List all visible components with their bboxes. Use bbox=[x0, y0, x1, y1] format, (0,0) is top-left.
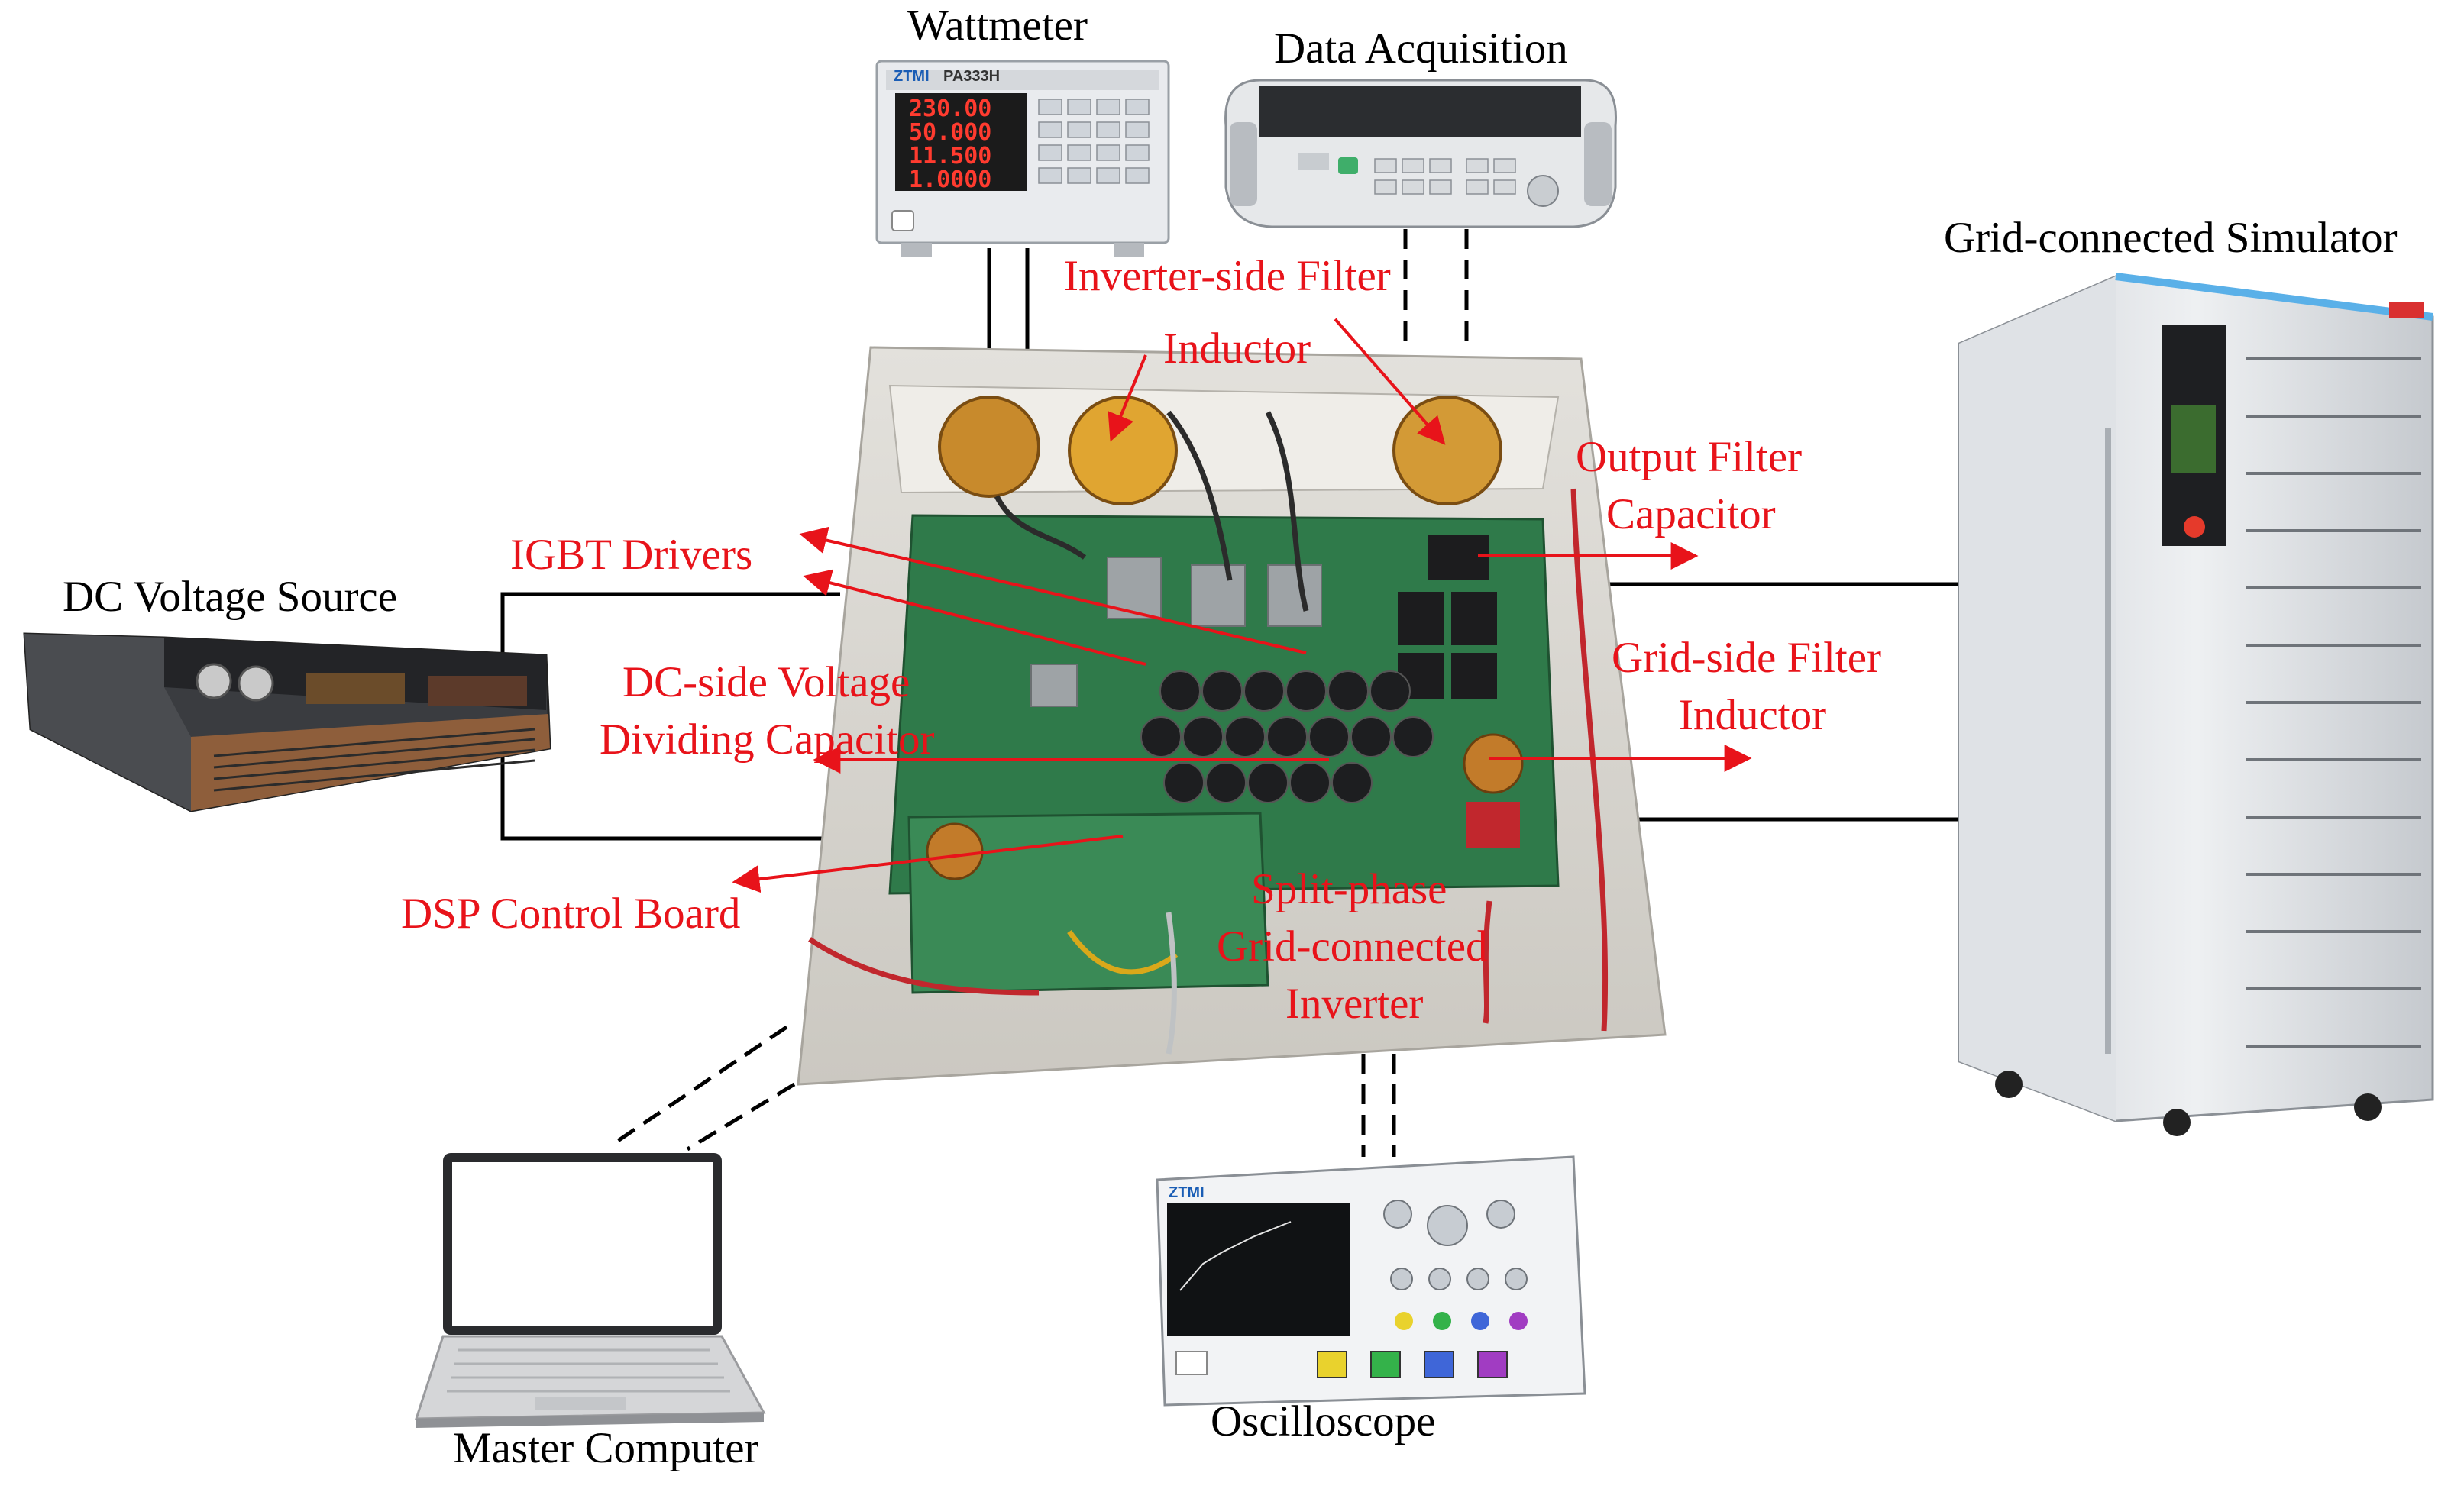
arrow-igbt-2 bbox=[803, 569, 1146, 666]
wattmeter-reading-1: 230.00 bbox=[909, 95, 991, 122]
wattmeter-reading-4: 1.0000 bbox=[909, 166, 991, 193]
data-acquisition-label: Data Acquisition bbox=[1274, 24, 1568, 73]
data-acquisition-device bbox=[1224, 79, 1617, 228]
arrow-igbt-1 bbox=[799, 526, 1307, 654]
grid-filter-label-2: Inductor bbox=[1679, 691, 1826, 739]
oscilloscope-screen bbox=[1167, 1203, 1350, 1336]
dc-wire-bottom bbox=[500, 752, 840, 841]
wattmeter-keypad bbox=[1038, 99, 1150, 184]
laptop-keyboard bbox=[447, 1348, 730, 1393]
toroid-inductor-1 bbox=[938, 396, 1040, 498]
master-computer-device bbox=[414, 1153, 766, 1428]
pc-signal-1 bbox=[610, 1025, 788, 1148]
signal-wires bbox=[610, 229, 1469, 1157]
oscilloscope-device: ZTMI bbox=[1156, 1155, 1586, 1407]
arrow-inverter-filter-left bbox=[1108, 354, 1147, 442]
grid-simulator-device bbox=[1958, 273, 2434, 1136]
dsp-board-label: DSP Control Board bbox=[401, 890, 740, 938]
dc-capacitor-label-2: Dividing Capacitor bbox=[600, 715, 935, 764]
grid-filter-label-1: Grid-side Filter bbox=[1612, 634, 1881, 682]
oscilloscope-label: Oscilloscope bbox=[1211, 1397, 1435, 1445]
wattmeter-label: Wattmeter bbox=[907, 2, 1088, 50]
dc-capacitor-label-1: DC-side Voltage bbox=[622, 658, 910, 706]
dc-voltage-source-label: DC Voltage Source bbox=[63, 573, 397, 621]
dc-capacitors bbox=[1140, 670, 1434, 803]
wattmeter-reading-3: 11.500 bbox=[909, 143, 991, 170]
oscilloscope-knobs bbox=[1383, 1200, 1528, 1290]
grid-simulator-label: Grid-connected Simulator bbox=[1944, 214, 2398, 262]
inverter-filter-label-1: Inverter-side Filter bbox=[1064, 252, 1391, 300]
oscilloscope-brand: ZTMI bbox=[1169, 1184, 1205, 1201]
inverter-label-3: Inverter bbox=[1285, 980, 1423, 1028]
oscilloscope-probe-inputs bbox=[1317, 1351, 1508, 1378]
output-capacitor-label-1: Output Filter bbox=[1576, 433, 1802, 481]
master-computer-label: Master Computer bbox=[453, 1424, 759, 1472]
dc-source-vents bbox=[213, 728, 535, 792]
igbt-driver-modules bbox=[1030, 557, 1322, 707]
arrow-dsp bbox=[732, 835, 1124, 893]
grid-side-inductor-1 bbox=[1463, 733, 1524, 794]
output-capacitor-label-2: Capacitor bbox=[1606, 490, 1776, 538]
igbt-drivers-label: IGBT Drivers bbox=[510, 531, 752, 579]
toroid-inductor-3 bbox=[1392, 396, 1502, 505]
daq-keypad bbox=[1374, 158, 1516, 195]
wattmeter-reading-2: 50.000 bbox=[909, 119, 991, 146]
wattmeter-device: ZTMI PA333H 230.00 50.000 11.500 1.0000 bbox=[875, 60, 1170, 257]
pc-signal-2 bbox=[686, 1082, 796, 1151]
arrow-inverter-filter-right bbox=[1334, 318, 1446, 445]
dsp-inductor bbox=[926, 822, 984, 880]
internal-cables bbox=[808, 410, 1609, 1055]
inverter-filter-label-2: Inductor bbox=[1163, 325, 1311, 373]
dc-voltage-source-device bbox=[23, 632, 551, 812]
annotation-arrows bbox=[732, 318, 1752, 893]
red-relay bbox=[1466, 802, 1520, 848]
dsp-pcb bbox=[907, 812, 1269, 994]
wattmeter-brand: ZTMI bbox=[894, 68, 930, 85]
inverter-label-1: Split-phase bbox=[1251, 865, 1447, 913]
oscilloscope-channel-buttons bbox=[1395, 1312, 1528, 1330]
inverter-enclosure bbox=[797, 346, 1667, 1086]
simulator-vents bbox=[2246, 357, 2421, 1048]
laptop-screen bbox=[452, 1162, 713, 1326]
inverter-label-2: Grid-connected bbox=[1217, 922, 1488, 971]
wattmeter-model: PA333H bbox=[943, 68, 1000, 85]
toroid-inductor-2 bbox=[1068, 396, 1178, 505]
